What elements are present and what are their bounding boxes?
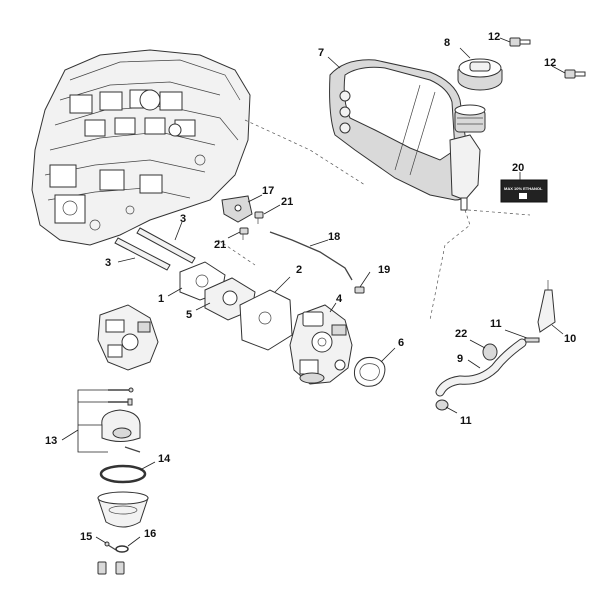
clamp-11-lower <box>435 399 449 411</box>
screw-12-top <box>509 37 531 47</box>
callout-19: 19 <box>378 264 390 276</box>
callout-17: 17 <box>262 185 274 197</box>
carburetor <box>289 304 353 385</box>
bracket-17 <box>221 195 253 223</box>
dashed-guide-lines <box>217 119 531 321</box>
callout-3-lower: 3 <box>105 257 111 269</box>
callout-6: 6 <box>398 337 404 349</box>
callout-16: 16 <box>144 528 156 540</box>
callout-4: 4 <box>336 293 343 305</box>
decal-text: MAX 10% ETHANOL <box>504 186 543 191</box>
clamp-22 <box>482 343 498 361</box>
callout-13: 13 <box>45 435 57 447</box>
callout-20: 20 <box>512 162 524 174</box>
callout-10: 10 <box>564 333 576 345</box>
callout-9: 9 <box>457 353 463 365</box>
callout-18: 18 <box>328 231 340 243</box>
clip-19 <box>354 286 365 294</box>
stud-lower <box>114 237 171 271</box>
callout-12-right: 12 <box>544 57 556 69</box>
float-bowl <box>97 491 149 528</box>
stud-upper <box>136 227 196 264</box>
filter-10 <box>537 280 556 333</box>
callout-5: 5 <box>186 309 192 321</box>
fuel-line-9 <box>435 338 527 397</box>
drain-fittings <box>97 561 125 575</box>
kit-13 <box>101 387 141 453</box>
fuel-tank <box>329 59 486 211</box>
fuel-cap <box>457 58 503 91</box>
callout-3-upper: 3 <box>180 213 186 225</box>
callout-2: 2 <box>296 264 302 276</box>
callout-21-upper: 21 <box>281 196 293 208</box>
callout-11-upper: 11 <box>490 318 502 330</box>
engine-block <box>31 49 251 246</box>
callout-7: 7 <box>318 47 324 59</box>
callout-1: 1 <box>158 293 164 305</box>
bowl-screw-15 <box>104 541 117 551</box>
callout-14: 14 <box>158 453 171 465</box>
rod-18 <box>269 231 353 281</box>
gasket-6 <box>354 357 386 387</box>
callout-12-top: 12 <box>488 31 500 43</box>
callout-21-lower: 21 <box>214 239 226 251</box>
callout-8: 8 <box>444 37 450 49</box>
callout-labels: 7 8 12 12 20 17 21 21 3 3 18 19 2 4 1 5 … <box>45 31 576 543</box>
screw-21-lower <box>239 227 249 240</box>
ethanol-decal: MAX 10% ETHANOL <box>500 179 548 203</box>
clamp-11-upper <box>524 337 540 343</box>
callout-22: 22 <box>455 328 467 340</box>
callout-15: 15 <box>80 531 92 543</box>
o-ring-14 <box>99 464 147 484</box>
carb-assembly <box>97 304 159 371</box>
washer-16 <box>115 545 129 553</box>
callout-11-lower: 11 <box>460 415 472 427</box>
leader-lines <box>61 37 566 547</box>
gasket-2 <box>239 289 293 351</box>
screw-21-upper <box>254 211 264 224</box>
screw-12-right <box>564 69 586 79</box>
